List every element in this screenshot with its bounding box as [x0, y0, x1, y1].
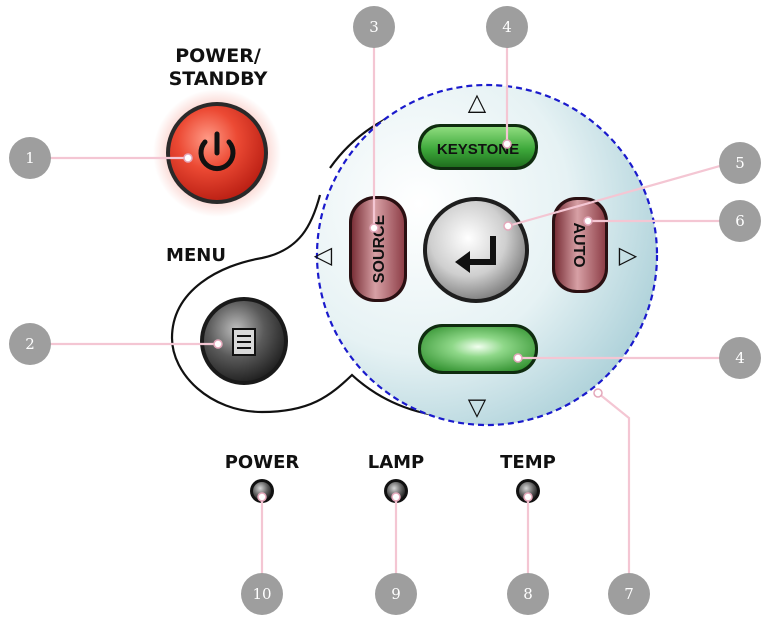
callout-endpoints — [183, 139, 603, 502]
svg-text:9: 9 — [391, 585, 401, 603]
source-button[interactable]: SOURCE — [349, 196, 407, 302]
callout-10: 10 — [241, 573, 283, 615]
keystone-down-button[interactable] — [418, 324, 538, 374]
callout-7: 7 — [608, 573, 650, 615]
temp-led-label: TEMP — [500, 452, 556, 473]
keystone-up-button[interactable]: KEYSTONE — [418, 124, 538, 170]
arrow-left-icon: ◁ — [314, 241, 333, 269]
power-led-label: POWER — [225, 452, 300, 473]
menu-button[interactable] — [200, 297, 288, 385]
callout-1: 1 — [9, 137, 51, 179]
keystone-button-label: KEYSTONE — [437, 141, 519, 158]
callout-2: 2 — [9, 323, 51, 365]
lamp-led-label: LAMP — [368, 452, 425, 473]
power-standby-label-line1: POWER/ — [175, 45, 261, 67]
enter-return-icon — [455, 236, 496, 273]
callout-6: 6 — [719, 200, 761, 242]
callout-3: 3 — [353, 6, 395, 48]
arrow-right-icon: ▷ — [619, 241, 638, 269]
svg-text:4: 4 — [735, 349, 745, 367]
menu-label: MENU — [166, 245, 226, 266]
callout-4-top: 4 — [486, 6, 528, 48]
arrow-down-icon: ▽ — [468, 393, 487, 421]
menu-list-icon — [232, 328, 256, 356]
callout-9: 9 — [375, 573, 417, 615]
svg-text:8: 8 — [523, 585, 533, 603]
callout-4-bottom: 4 — [719, 337, 761, 379]
svg-text:1: 1 — [25, 149, 35, 167]
svg-text:2: 2 — [25, 335, 35, 353]
svg-text:10: 10 — [252, 585, 271, 603]
svg-text:5: 5 — [735, 154, 745, 172]
power-button[interactable] — [153, 89, 281, 217]
auto-button-label: AUTO — [570, 222, 587, 267]
callout-lines — [30, 46, 741, 587]
power-icon — [198, 131, 236, 172]
svg-text:6: 6 — [735, 212, 745, 230]
enter-button[interactable] — [423, 197, 529, 303]
svg-text:3: 3 — [369, 18, 379, 36]
power-standby-label-line2: STANDBY — [169, 68, 268, 90]
svg-text:4: 4 — [502, 18, 512, 36]
callout-5: 5 — [719, 142, 761, 184]
callout-8: 8 — [507, 573, 549, 615]
svg-text:7: 7 — [624, 585, 634, 603]
arrow-up-icon: △ — [468, 88, 487, 116]
